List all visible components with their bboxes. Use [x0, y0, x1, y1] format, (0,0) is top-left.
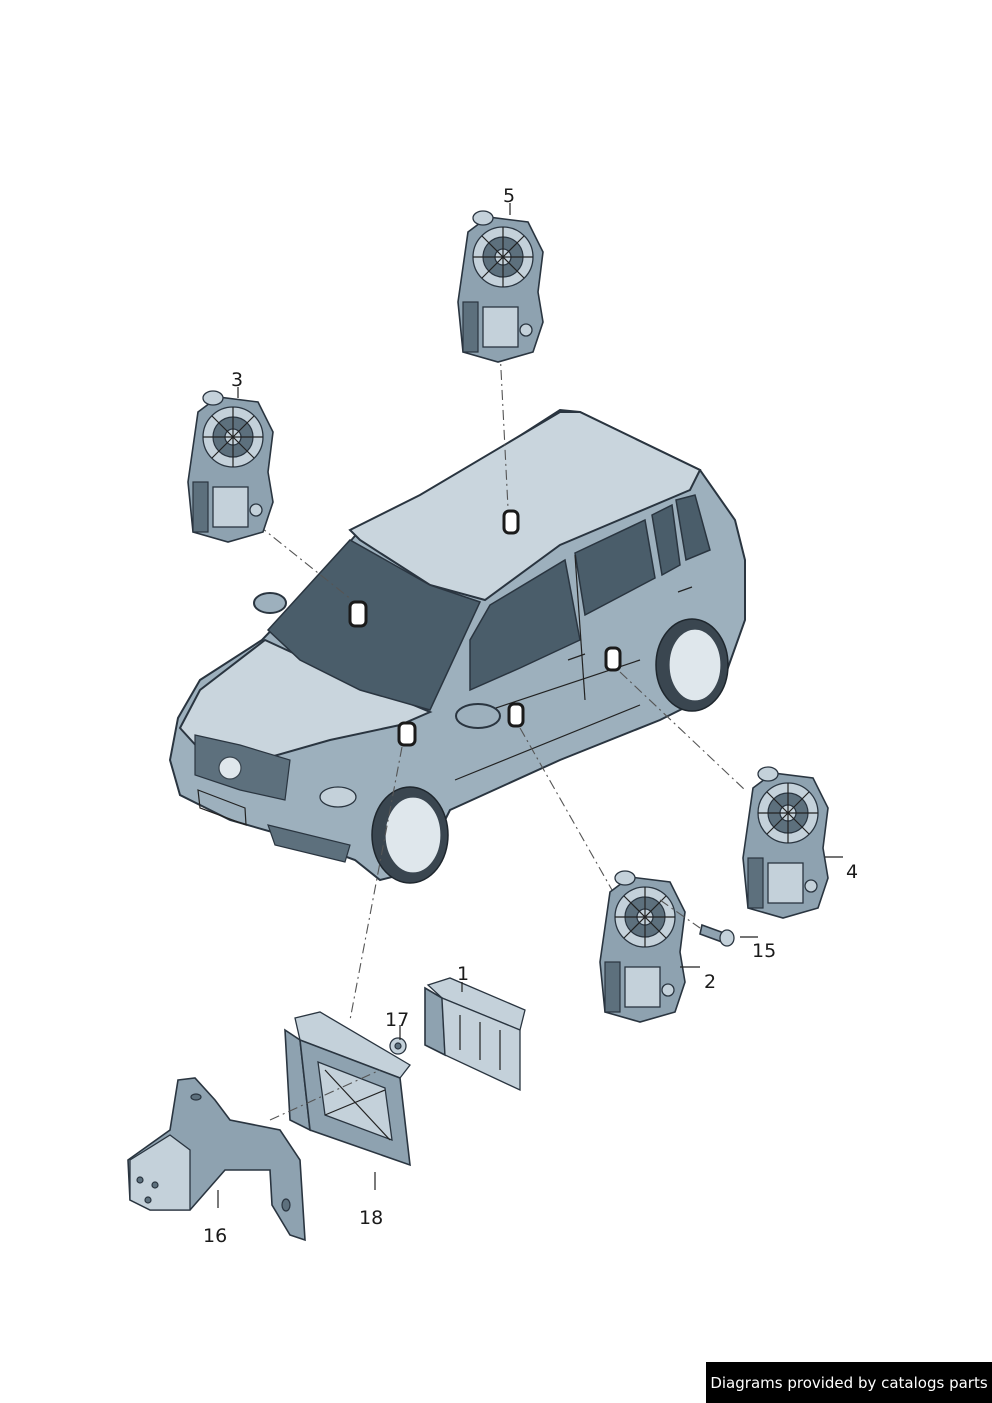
- callout-3: 3: [231, 369, 243, 391]
- window-motor-2: [599, 870, 686, 1023]
- callout-1: 1: [457, 963, 469, 985]
- window-motor-5: [457, 210, 544, 363]
- callout-15: 15: [752, 940, 776, 962]
- marker-rear-door: [604, 646, 622, 672]
- marker-front-left: [397, 721, 417, 747]
- callout-labels: 1 2 3 4 5 15 16 17 18: [203, 185, 858, 1247]
- window-motor-3: [187, 390, 274, 543]
- mounting-frame-part: [284, 1011, 411, 1167]
- window-motor-4: [742, 766, 829, 919]
- location-markers: [348, 509, 622, 747]
- callout-4: 4: [846, 861, 858, 883]
- leader-lines: [217, 203, 843, 1208]
- marker-windshield: [348, 600, 368, 628]
- marker-roof: [502, 509, 520, 535]
- credit-text: Diagrams provided by catalogs parts: [710, 1373, 988, 1392]
- support-bracket-part: [127, 1069, 381, 1242]
- nut-part: [389, 1037, 407, 1055]
- marker-front-door: [507, 702, 525, 728]
- callout-17: 17: [385, 1009, 409, 1031]
- callout-5: 5: [503, 185, 515, 207]
- callout-18: 18: [359, 1207, 383, 1229]
- callout-16: 16: [203, 1225, 227, 1247]
- control-unit-part: [424, 977, 526, 1092]
- bolt-part: [659, 899, 735, 947]
- callout-2: 2: [704, 971, 716, 993]
- vehicle-illustration: [168, 408, 746, 884]
- credit-badge: Diagrams provided by catalogs parts: [706, 1362, 992, 1403]
- connector-lines: [257, 349, 746, 1021]
